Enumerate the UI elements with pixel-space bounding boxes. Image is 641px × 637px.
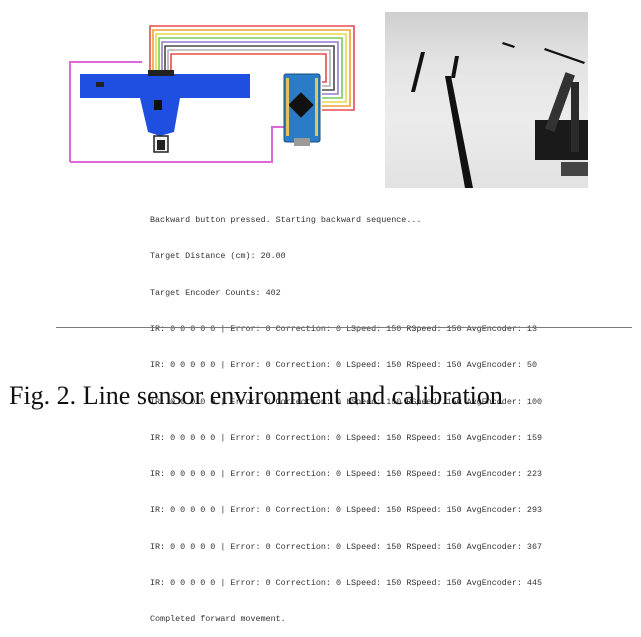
serial-line: Target Distance (cm): 20.00: [150, 251, 286, 262]
arduino-pin-strip-left: [286, 78, 289, 136]
caption-text: Line sensor environment and calibration: [82, 381, 503, 410]
arduino-chip: [288, 92, 314, 118]
serial-line: IR: 0 0 0 0 0 | Error: 0 Correction: 0 L…: [150, 578, 543, 588]
serial-line: IR: 0 0 0 0 0 | Error: 0 Correction: 0 L…: [150, 505, 543, 516]
black-tape-line-3: [451, 56, 459, 78]
arduino-pin-strip-right: [315, 78, 318, 136]
usb-port: [294, 138, 310, 146]
sensor-header-pins: [148, 70, 174, 76]
magenta-wire: [69, 61, 142, 162]
serial-line: Backward button pressed. Starting backwa…: [150, 215, 422, 226]
black-tape-line-1: [445, 76, 473, 188]
black-tape-line-4: [502, 42, 515, 48]
track-photo: [385, 12, 588, 188]
serial-line: IR: 0 0 0 0 0 | Error: 0 Correction: 0 L…: [150, 432, 543, 443]
track-photo-drawing: [411, 42, 588, 188]
serial-line: IR: 0 0 0 0 0 | Error: 0 Correction: 0 L…: [150, 541, 543, 552]
black-tape-line-2: [411, 52, 425, 92]
figure-divider: [56, 327, 632, 328]
magenta-wire-bottom: [70, 126, 287, 163]
power-led-icon: [96, 82, 104, 87]
serial-line: IR: 0 0 0 0 0 | Error: 0 Correction: 0 L…: [150, 469, 543, 480]
robot: [535, 72, 588, 176]
figure-caption: Fig. 2. Line sensor environment and cali…: [9, 381, 503, 411]
serial-line: IR: 0 0 0 0 0 | Error: 0 Correction: 0 L…: [150, 396, 543, 407]
serial-monitor-output: Backward button pressed. Starting backwa…: [150, 190, 550, 637]
wiring-diagram: [69, 25, 355, 163]
black-tape-line-5: [544, 48, 585, 64]
serial-line: IR: 0 0 0 0 0 | Error: 0 Correction: 0 L…: [150, 360, 537, 371]
serial-line: IR: 0 0 0 0 0 | Error: 0 Correction: 0 L…: [150, 324, 537, 335]
sensor-chip: [154, 100, 162, 110]
line-sensor-board: [80, 74, 250, 136]
caption-label: Fig. 2.: [9, 381, 77, 410]
serial-line: Completed forward movement.: [150, 614, 286, 625]
wire-bundle: [149, 25, 355, 111]
serial-line: Target Encoder Counts: 402: [150, 287, 281, 298]
ir-receiver: [157, 140, 165, 150]
